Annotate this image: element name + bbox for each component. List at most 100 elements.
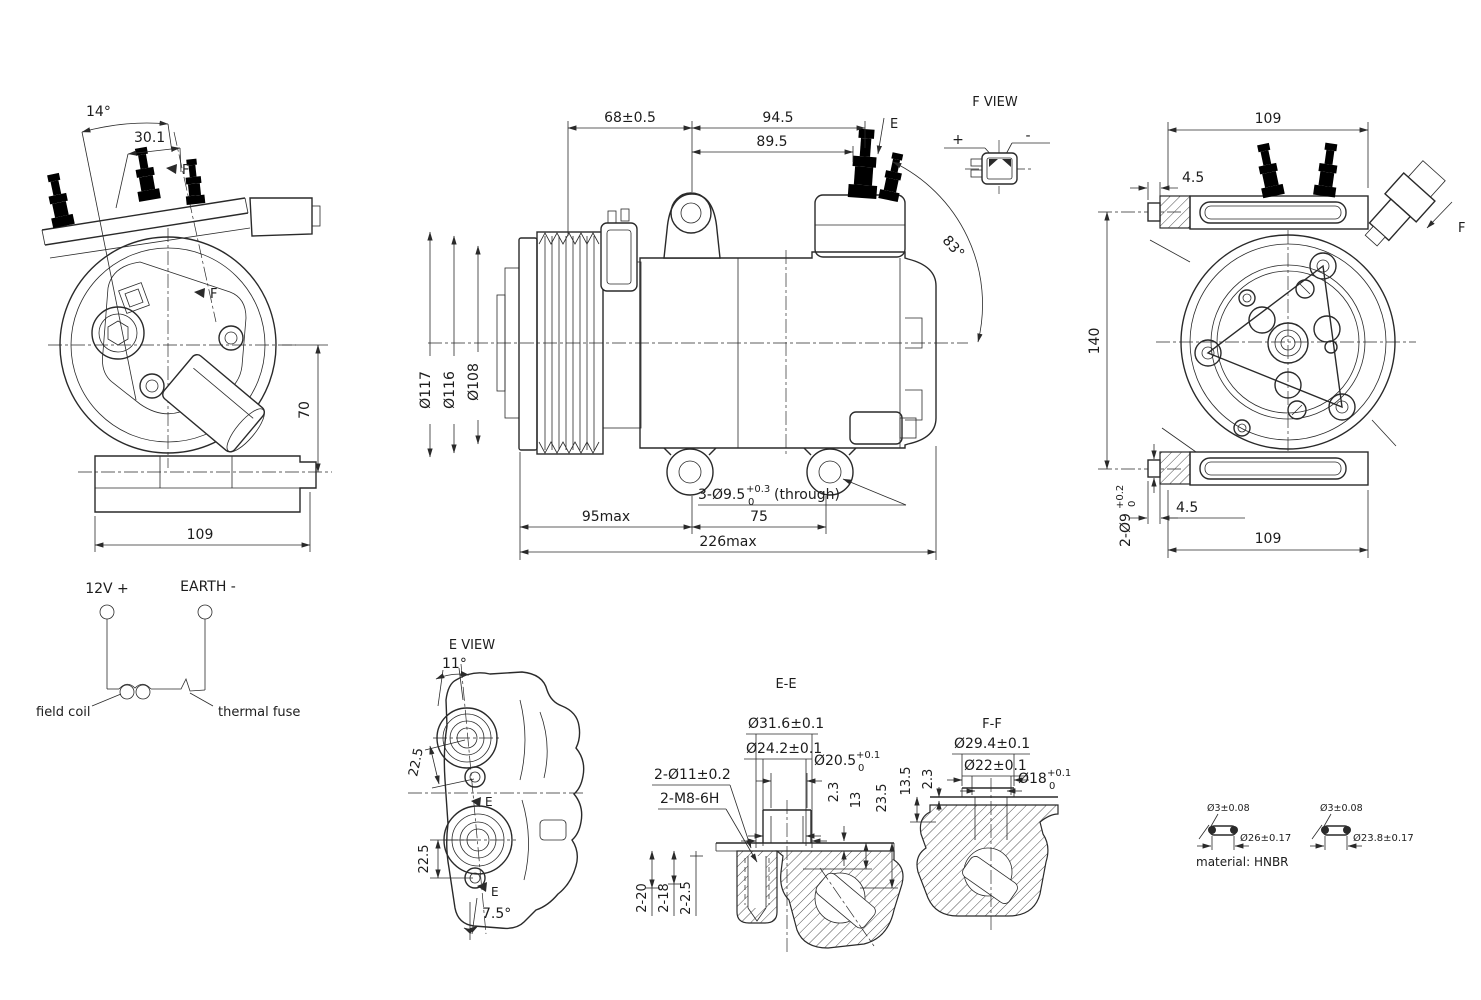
section-f-lower: F — [210, 287, 217, 302]
oring-cross-section-icon — [1343, 826, 1351, 834]
dia-20-5-sub: 0 — [858, 763, 864, 774]
dim-13-5: 13.5 — [899, 767, 914, 796]
dim-75: 75 — [750, 509, 768, 525]
polarity-plus: + — [952, 132, 964, 148]
dia-108: Ø108 — [466, 363, 482, 401]
section-e-upper: E — [485, 795, 493, 809]
dia-31-6: Ø31.6±0.1 — [748, 716, 824, 732]
thermal-fuse-label: thermal fuse — [218, 705, 300, 720]
hole-note-sub: 0 — [748, 497, 754, 508]
holes-11-note: 2-Ø11±0.2 — [654, 767, 731, 783]
dim-angle-14: 14° — [86, 104, 111, 120]
dia-20-5-main: Ø20.5 — [814, 753, 856, 769]
terminal-positive — [99, 604, 115, 620]
hole-note-2x9: 2-Ø9 +0.2 0 — [1115, 485, 1138, 547]
section-arrow-icon — [477, 882, 487, 892]
dim-70: 70 — [297, 401, 313, 419]
mounting-ear — [663, 193, 721, 259]
fitting-stud — [847, 128, 882, 199]
dim-angle-83: 83° — [939, 233, 968, 262]
clutch-circuit-diagram: 12V + EARTH - field coil thermal fuse — [36, 579, 300, 720]
electrical-connector — [600, 222, 638, 292]
pin-mark-icon — [989, 159, 998, 167]
depth-18: 2-18 — [657, 883, 672, 913]
hole-note-sup: +0.2 — [1115, 485, 1126, 509]
section-arrow-icon — [166, 164, 177, 174]
section-e-arrow-label: E — [890, 117, 898, 132]
f-view: F VIEW + - — [944, 95, 1050, 194]
ee-section: E-E Ø31.6±0.1 Ø24.2±0.1 Ø20.5 +0.1 0 2-Ø… — [635, 677, 904, 952]
dim-109-left-view: 109 — [187, 527, 214, 543]
ff-section: F-F Ø29.4±0.1 Ø22±0.1 Ø18 +0.1 0 13.5 2.… — [899, 717, 1071, 930]
section-f-upper: F — [182, 163, 189, 178]
depth-2-5: 2-2.5 — [679, 881, 694, 915]
pin-mark-icon — [1002, 159, 1011, 167]
dim-23-5: 23.5 — [875, 784, 890, 813]
dia-22: Ø22±0.1 — [964, 758, 1027, 774]
depth-20: 2-20 — [635, 883, 650, 913]
fuse-symbol — [172, 677, 206, 692]
dim-89-5: 89.5 — [756, 134, 787, 150]
section-f-arrow-label: F — [1458, 221, 1465, 236]
section-e-lower: E — [491, 885, 499, 899]
field-coil-label: field coil — [36, 705, 91, 720]
f-view-title: F VIEW — [972, 95, 1018, 110]
hole-note-main: 3-Ø9.5 — [698, 487, 745, 503]
mounting-ear — [806, 448, 854, 496]
dim-2-3: 2.3 — [827, 782, 842, 803]
dim-22-5-upper: 22.5 — [406, 747, 427, 778]
section-arrow-icon — [471, 797, 481, 807]
oring-od-dim: Ø26±0.17 — [1240, 832, 1291, 844]
dia-29-4: Ø29.4±0.1 — [954, 736, 1030, 752]
tilted-connector — [1364, 160, 1446, 247]
clutch-plate — [1206, 264, 1343, 409]
dim-22-5-lower: 22.5 — [417, 845, 432, 874]
fitting-stud — [1313, 141, 1343, 198]
oring-detail-left: Ø3±0.08 Ø26±0.17 — [1197, 803, 1291, 850]
terminal-negative — [197, 604, 213, 620]
oring-cross-section-icon — [1208, 826, 1216, 834]
oring-cross-section-icon — [1321, 826, 1329, 834]
dia-18-sub: 0 — [1049, 781, 1055, 792]
dim-angle-7-5: 7.5° — [482, 906, 511, 922]
dim-109-top: 109 — [1255, 111, 1282, 127]
fitting-stud — [1252, 141, 1285, 199]
dia-116: Ø116 — [442, 371, 458, 409]
dim-226max: 226max — [699, 534, 756, 550]
hole-note-main: 2-Ø9 — [1118, 513, 1134, 547]
dim-13: 13 — [849, 792, 864, 809]
coil-loop — [119, 684, 135, 700]
pulley-grooves — [538, 232, 600, 454]
section-arrow-icon — [194, 288, 205, 298]
oring-cross-section-icon — [1230, 826, 1238, 834]
dia-20-5-sup: +0.1 — [856, 750, 880, 761]
dim-140: 140 — [1087, 328, 1103, 355]
hole-note-sup: +0.3 — [746, 484, 770, 495]
dim-4-5-bottom: 4.5 — [1176, 500, 1198, 516]
rear-view: 14° 30.1 F F 70 109 — [41, 104, 332, 552]
e-view: E VIEW 11° 22.5 22.5 7.5° E E — [406, 638, 585, 940]
oring-detail-right: Ø3±0.08 Ø23.8±0.17 — [1310, 803, 1414, 850]
dim-2-3-ff: 2.3 — [921, 769, 936, 790]
dim-30-1: 30.1 — [134, 130, 165, 146]
hole-note-sub: 0 — [1127, 501, 1138, 507]
polarity-minus: - — [1025, 128, 1030, 144]
front-view: 109 4.5 140 2-Ø9 +0.2 0 4.5 109 F — [1087, 111, 1465, 558]
oring-cs-dim: Ø3±0.08 — [1207, 803, 1250, 814]
mounting-ear — [666, 448, 714, 496]
oring-cs-dim: Ø3±0.08 — [1320, 803, 1363, 814]
ee-title: E-E — [775, 677, 796, 692]
dim-94-5: 94.5 — [762, 110, 793, 126]
e-view-title: E VIEW — [449, 638, 495, 653]
terminal-12v-label: 12V + — [85, 581, 129, 597]
port-stud — [42, 171, 75, 229]
material-note: material: HNBR — [1196, 855, 1289, 869]
port-stud — [129, 145, 161, 202]
dim-4-5-top: 4.5 — [1182, 170, 1204, 186]
dia-18-main: Ø18 — [1018, 771, 1047, 787]
dim-109-bottom: 109 — [1255, 531, 1282, 547]
oring-od-dim: Ø23.8±0.17 — [1353, 832, 1414, 844]
coil-loop — [135, 684, 151, 700]
